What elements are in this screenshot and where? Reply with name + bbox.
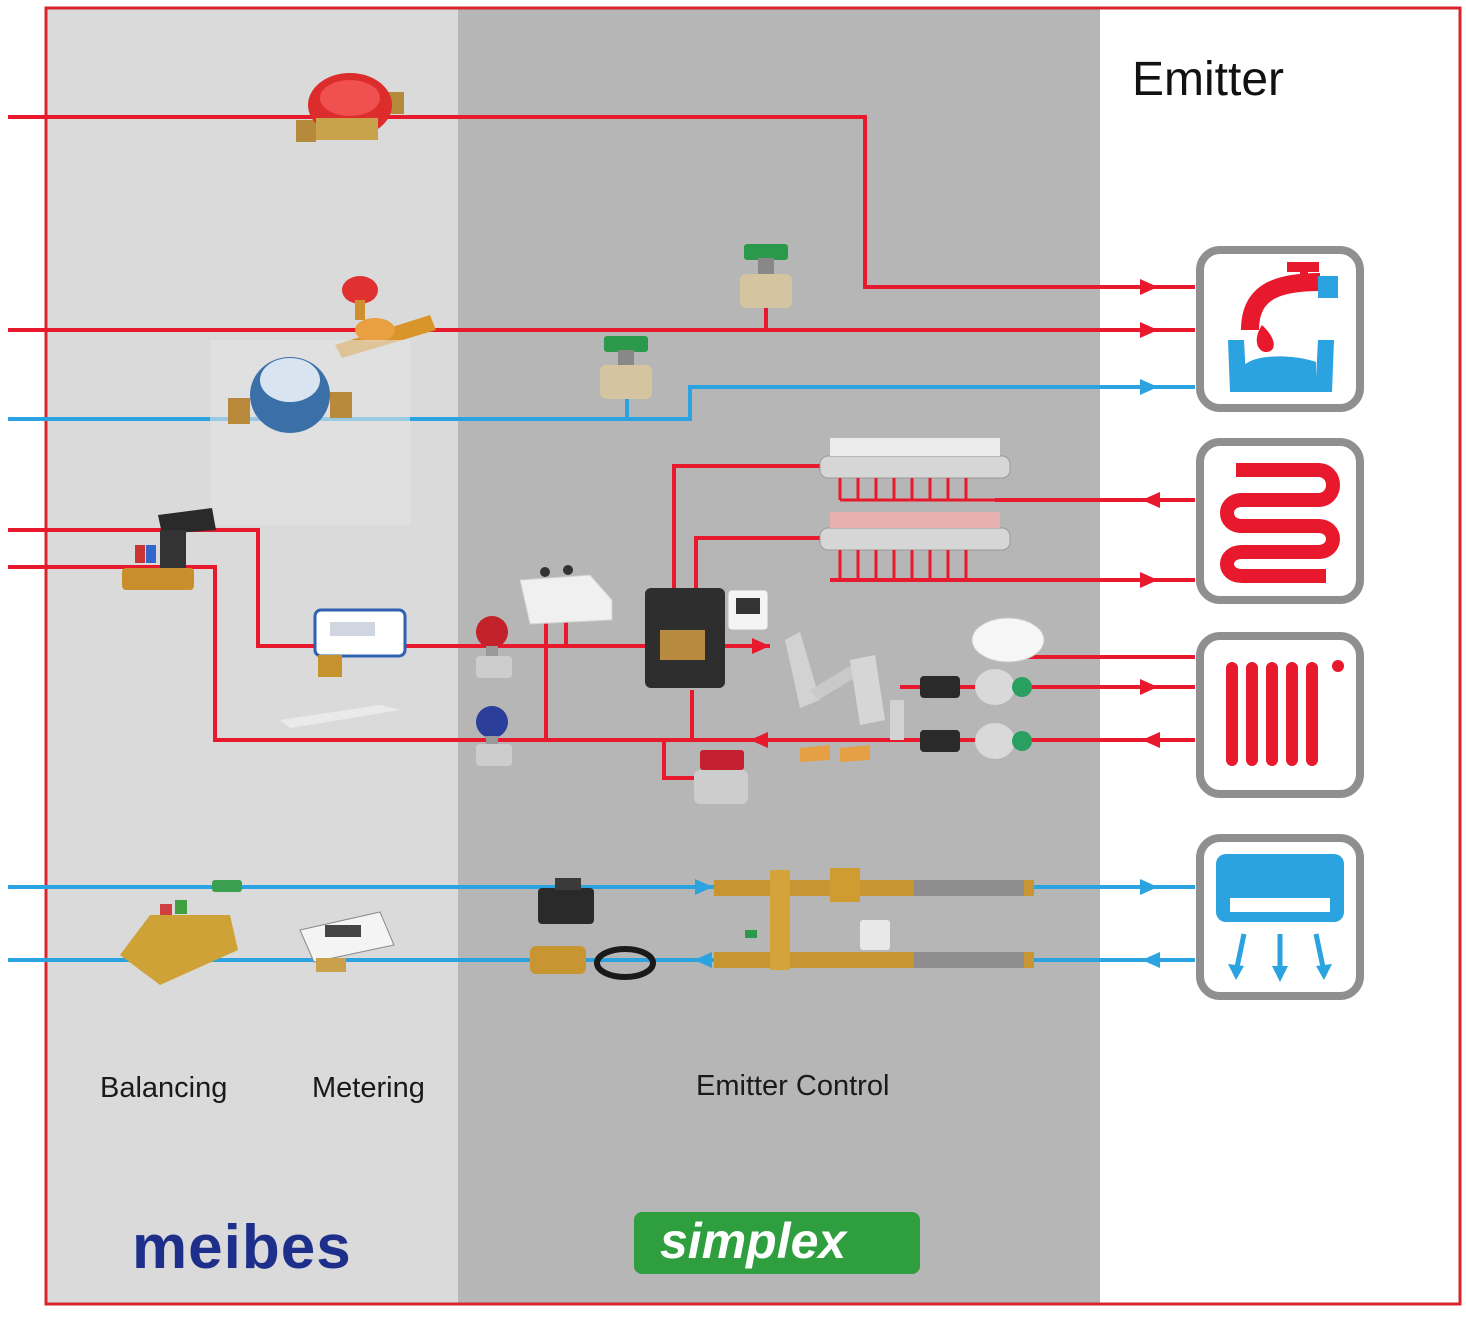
bypass-fitting bbox=[519, 565, 613, 625]
heating-return-pipe bbox=[8, 565, 1195, 742]
manifold-return-link bbox=[694, 536, 830, 590]
tap-and-basin-icon bbox=[1196, 246, 1364, 412]
manifold-loops bbox=[838, 478, 995, 580]
fan-coil-valve-assembly bbox=[714, 868, 1034, 970]
shutoff-valve-blue bbox=[476, 706, 512, 766]
emitter-control-label: Emitter Control bbox=[696, 1070, 890, 1102]
bypass-pipe bbox=[544, 620, 568, 740]
balancing-valve-chilled bbox=[120, 880, 242, 985]
balancing-label: Balancing bbox=[100, 1072, 228, 1104]
meibes-logo: meibes bbox=[132, 1213, 352, 1282]
green-valve-lower bbox=[600, 336, 652, 399]
drain-valve bbox=[694, 750, 748, 804]
radiator-icon bbox=[1196, 632, 1364, 798]
emitter-zone-title: Emitter bbox=[1132, 53, 1285, 106]
hot-water-meter-1 bbox=[296, 73, 404, 142]
cold-water-meter bbox=[210, 340, 410, 525]
motorised-valve bbox=[530, 878, 656, 980]
shutoff-valve-red bbox=[476, 616, 512, 678]
drain-branch bbox=[662, 740, 700, 780]
balancing-valve-heating bbox=[122, 508, 216, 590]
heat-meter bbox=[280, 608, 407, 728]
manifold-flow-link bbox=[672, 464, 830, 590]
hot-water-pipe-1 bbox=[8, 115, 1195, 289]
radiator-valve-set bbox=[785, 632, 1032, 762]
thermostatic-head bbox=[971, 617, 1045, 663]
simplex-logo-box bbox=[634, 1212, 920, 1274]
heating-flow-pipe bbox=[8, 528, 770, 648]
underfloor-manifold-upper bbox=[819, 438, 1011, 479]
metering-label: Metering bbox=[312, 1072, 425, 1104]
outer-frame bbox=[44, 6, 1462, 1306]
fan-coil-icon bbox=[1196, 834, 1364, 1000]
green-valve-upper bbox=[740, 244, 792, 308]
flow-arrows bbox=[694, 279, 1160, 968]
simplex-logo: simplex bbox=[660, 1213, 847, 1269]
chilled-heat-meter bbox=[299, 911, 395, 972]
underfloor-manifold-lower bbox=[819, 512, 1011, 551]
underfloor-heating-icon bbox=[1196, 438, 1364, 604]
mixing-station bbox=[645, 588, 769, 688]
